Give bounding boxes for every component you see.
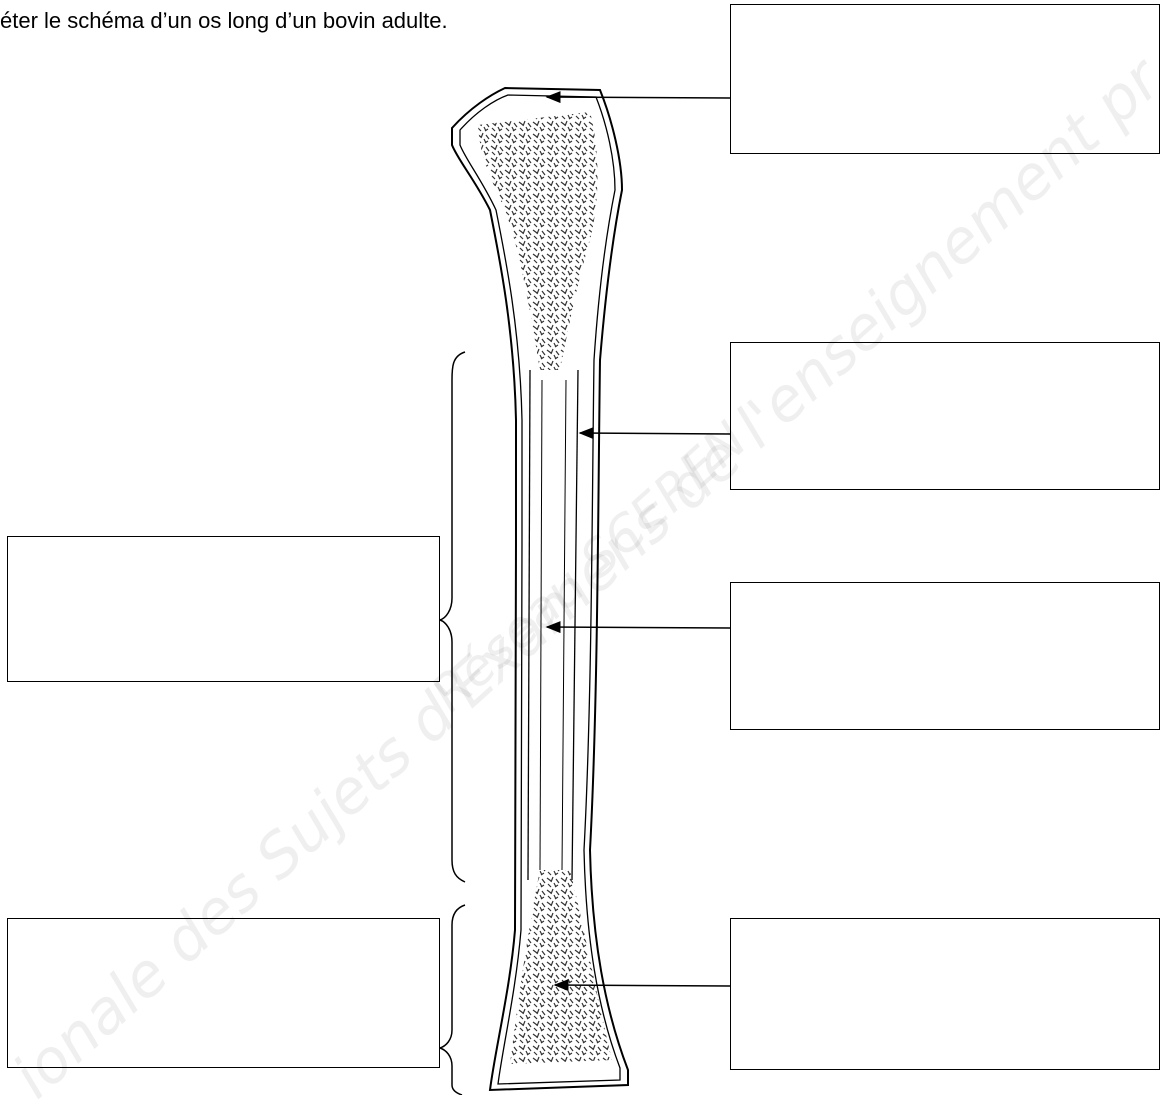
compact-wall-left [528, 370, 530, 880]
label-box-periosteum[interactable] [730, 4, 1160, 154]
medullary-line-left [540, 380, 542, 870]
label-box-medullary-cavity[interactable] [730, 582, 1160, 730]
compact-wall-right [572, 370, 578, 880]
label-box-compact-bone[interactable] [730, 342, 1160, 490]
label-box-spongy-bone[interactable] [730, 918, 1160, 1070]
spongy-bone-distal [510, 870, 612, 1064]
arrow-compact-bone [580, 433, 730, 434]
arrow-spongy-bone [555, 985, 730, 986]
label-box-diaphysis[interactable] [7, 536, 440, 682]
medullary-line-right [562, 380, 566, 870]
brace-epiphysis [440, 905, 465, 1095]
brace-diaphysis [440, 352, 465, 882]
label-box-epiphysis[interactable] [7, 918, 440, 1068]
arrow-medullary-cavity [547, 627, 730, 628]
arrow-periosteum [547, 97, 730, 98]
